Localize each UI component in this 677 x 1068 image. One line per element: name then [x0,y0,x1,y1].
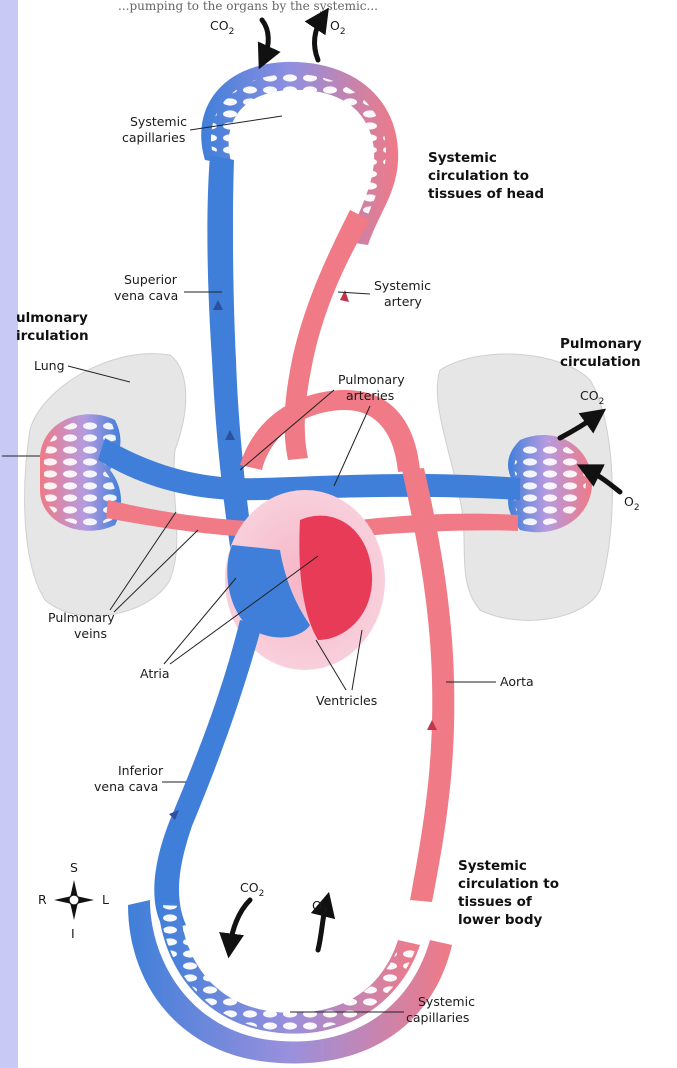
svg-text:Superior: Superior [124,272,178,287]
o2-right-label: O2 [624,494,640,513]
compass-i: I [71,926,75,941]
svg-text:veins: veins [74,626,107,641]
svg-text:capillaries: capillaries [122,130,185,145]
compass-r: R [38,892,47,907]
co2-arrow-bottom [230,900,250,946]
svg-text:Systemic: Systemic [418,994,475,1009]
svg-text:Ventricles: Ventricles [316,693,377,708]
inferior-vena-cava-label: Inferior vena cava [94,763,186,794]
superior-vena-cava-label: Superior vena cava [114,272,222,303]
svg-text:circulation to: circulation to [458,876,559,892]
svg-text:tissues of head: tissues of head [428,186,544,202]
co2-arrow-top [262,20,268,58]
svg-text:Pulmonary: Pulmonary [338,372,405,387]
aorta-label: Aorta [446,674,534,689]
svg-text:Pulmonary: Pulmonary [560,336,642,352]
svg-text:Atria: Atria [140,666,170,681]
svg-text:lower body: lower body [458,912,542,928]
orientation-compass: S I R L [38,860,109,941]
svg-text:vena cava: vena cava [114,288,178,303]
svg-text:Systemic: Systemic [130,114,187,129]
caption-fragment: ...pumping to the organs by the systemic… [118,0,378,13]
systemic-artery-label: Systemic artery [338,278,431,309]
pulmonary-circulation-right-label: Pulmonary circulation [560,336,642,370]
left-lung-capillary-holes [44,420,117,526]
svg-text:Systemic: Systemic [374,278,431,293]
compass-l: L [102,892,109,907]
co2-bottom-label: CO2 [240,880,264,899]
svg-text:circulation to: circulation to [428,168,529,184]
svg-text:arteries: arteries [346,388,394,403]
svg-text:vena cava: vena cava [94,779,158,794]
svg-text:capillaries: capillaries [406,1010,469,1025]
systemic-head-label: Systemic circulation to tissues of head [428,150,544,202]
svg-text:Pulmonary: Pulmonary [48,610,115,625]
systemic-lower-label: Systemic circulation to tissues of lower… [458,858,559,928]
svg-text:Inferior: Inferior [118,763,164,778]
svg-text:Systemic: Systemic [458,858,527,874]
descending-aorta [402,468,454,902]
compass-s: S [70,860,78,875]
o2-bottom-label: O2 [312,898,328,917]
svg-text:circulation: circulation [560,354,641,370]
svg-text:artery: artery [384,294,423,309]
svg-text:irculation: irculation [16,328,89,344]
svg-text:tissues of: tissues of [458,894,532,910]
svg-text:Aorta: Aorta [500,674,534,689]
co2-top-label: CO2 [210,18,234,37]
pulmonary-circulation-left-label: ulmonary irculation [16,310,89,344]
svg-text:Systemic: Systemic [428,150,497,166]
svg-text:Lung: Lung [34,358,65,373]
o2-top-label: O2 [330,18,346,37]
o2-arrow-top [315,18,322,60]
svg-text:ulmonary: ulmonary [16,310,88,326]
